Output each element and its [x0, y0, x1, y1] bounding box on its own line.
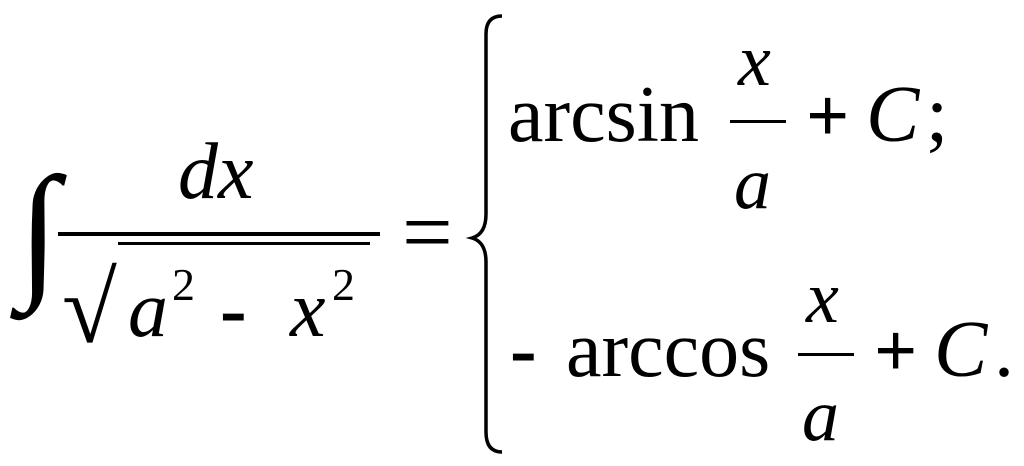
case2-fraction-bar [798, 353, 854, 356]
case1-plus: + [806, 74, 849, 158]
case2-constant: C [934, 306, 989, 394]
case1-function: arcsin [508, 71, 699, 159]
radical-overline [118, 242, 370, 245]
case2-denominator: a [802, 375, 839, 457]
cases-brace [465, 14, 503, 454]
case2-terminator: . [994, 306, 1014, 394]
case2-plus: + [874, 309, 917, 393]
case1-fraction-bar [730, 120, 786, 123]
case1-denominator: a [734, 143, 771, 225]
case2-numerator: x [805, 257, 839, 339]
denominator-minus: - [220, 266, 247, 354]
equals-sign: = [402, 183, 453, 282]
case2-sign: - [510, 306, 537, 394]
denominator-a: a [128, 266, 168, 354]
denominator-a-exponent: 2 [172, 259, 195, 310]
lhs-numerator: dx [178, 128, 254, 216]
denominator-x-exponent: 2 [332, 259, 355, 310]
case1-numerator: x [737, 20, 771, 102]
radical-sign: √ [62, 253, 117, 364]
case1-terminator: ; [926, 71, 948, 159]
lhs-fraction-bar [58, 232, 380, 236]
integral-sign: ∫ [10, 147, 67, 321]
case2-function: arccos [566, 306, 770, 394]
denominator-x: x [289, 266, 326, 354]
case1-constant: C [866, 71, 921, 159]
